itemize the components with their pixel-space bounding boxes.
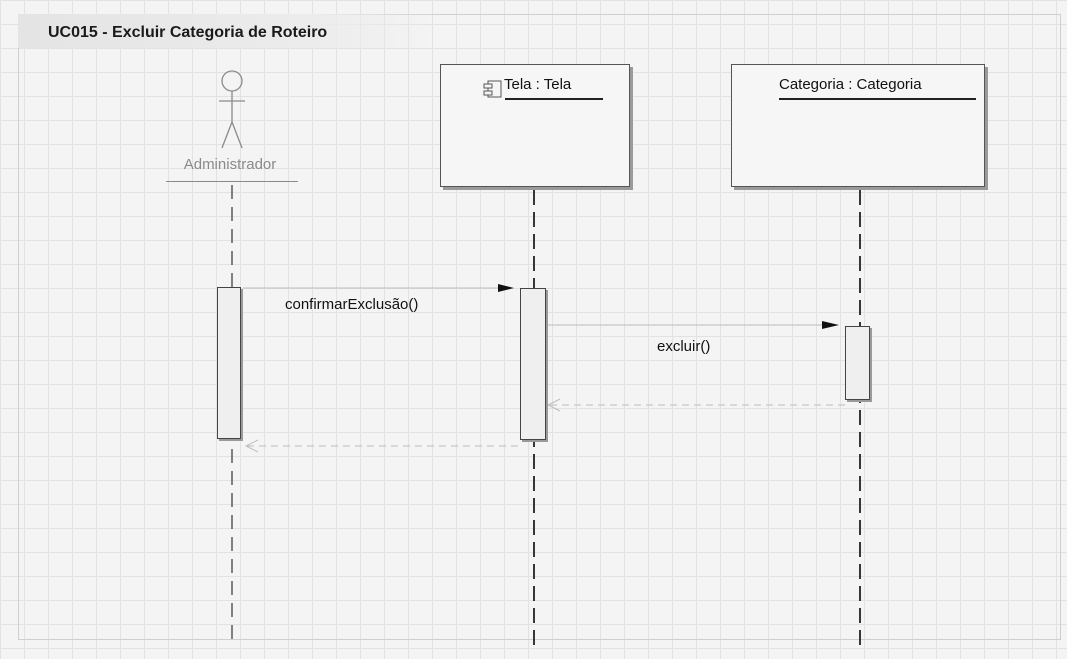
diagram-title: UC015 - Excluir Categoria de Roteiro (48, 24, 328, 41)
diagram-frame (18, 14, 1061, 640)
arrowhead-filled-icon (822, 321, 839, 329)
activation-bar-tela (520, 288, 546, 440)
actor-label: Administrador (183, 156, 277, 173)
message-label-excluir: excluir() (657, 338, 711, 355)
frame-title-tab (18, 14, 438, 48)
object-label-tela: Tela : Tela (504, 76, 572, 93)
object-box-tela[interactable] (440, 64, 630, 187)
object-label-categoria: Categoria : Categoria (779, 76, 922, 93)
arrowhead-filled-icon (498, 284, 514, 292)
arrowhead-open-icon (546, 398, 561, 412)
activation-bar-categoria (845, 326, 870, 400)
message-label-confirmar: confirmarExclusão() (285, 296, 419, 313)
actor-label-underline (166, 181, 298, 182)
activation-bar-administrador (217, 287, 241, 439)
object-label-underline (779, 98, 976, 100)
arrowhead-open-icon (244, 439, 259, 453)
stick-figure-icon (219, 70, 245, 149)
object-box-categoria[interactable] (731, 64, 985, 187)
object-label-underline (505, 98, 603, 100)
